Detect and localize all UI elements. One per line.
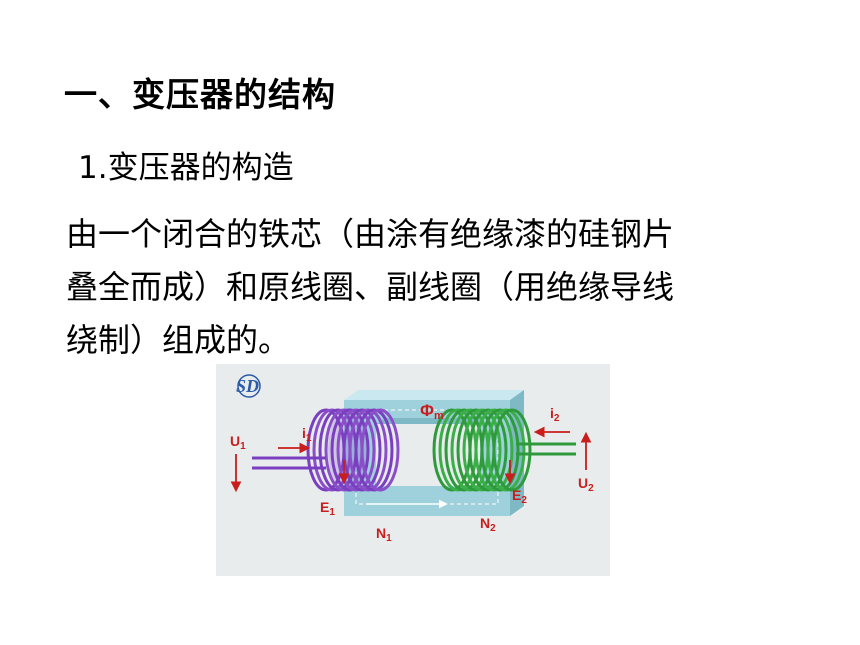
subsection-heading: 1.变压器的构造	[78, 150, 294, 186]
u2-label: U2	[578, 475, 594, 494]
e1-label: E1	[320, 499, 335, 518]
n2-label: N2	[480, 515, 496, 534]
flux-label: Φm	[420, 401, 444, 422]
section-heading: 一、变压器的结构	[64, 75, 336, 114]
transformer-diagram: SD	[216, 364, 610, 576]
u1-label: U1	[230, 433, 246, 452]
transformer-svg: SD	[230, 374, 594, 544]
logo-mark: SD	[236, 374, 261, 398]
i2-label: i2	[550, 405, 560, 424]
svg-text:SD: SD	[236, 376, 259, 396]
primary-coil	[252, 408, 400, 492]
diagram-labels: Φm U1 i1 E1 N1 i2 U2 E2 N2	[230, 401, 594, 544]
n1-label: N1	[376, 525, 392, 544]
current-and-voltage-arrows	[230, 426, 592, 493]
paragraph-line: 由一个闭合的铁芯（由涂有绝缘漆的硅钢片	[66, 215, 675, 253]
secondary-coil	[432, 408, 576, 492]
paragraph-line: 叠全而成）和原线圈、副线圈（用绝缘导线	[66, 268, 675, 306]
description-paragraph: 由一个闭合的铁芯（由涂有绝缘漆的硅钢片 叠全而成）和原线圈、副线圈（用绝缘导线 …	[66, 208, 826, 367]
paragraph-line: 绕制）组成的。	[66, 321, 291, 359]
i1-label: i1	[302, 425, 312, 444]
e2-label: E2	[512, 487, 527, 506]
